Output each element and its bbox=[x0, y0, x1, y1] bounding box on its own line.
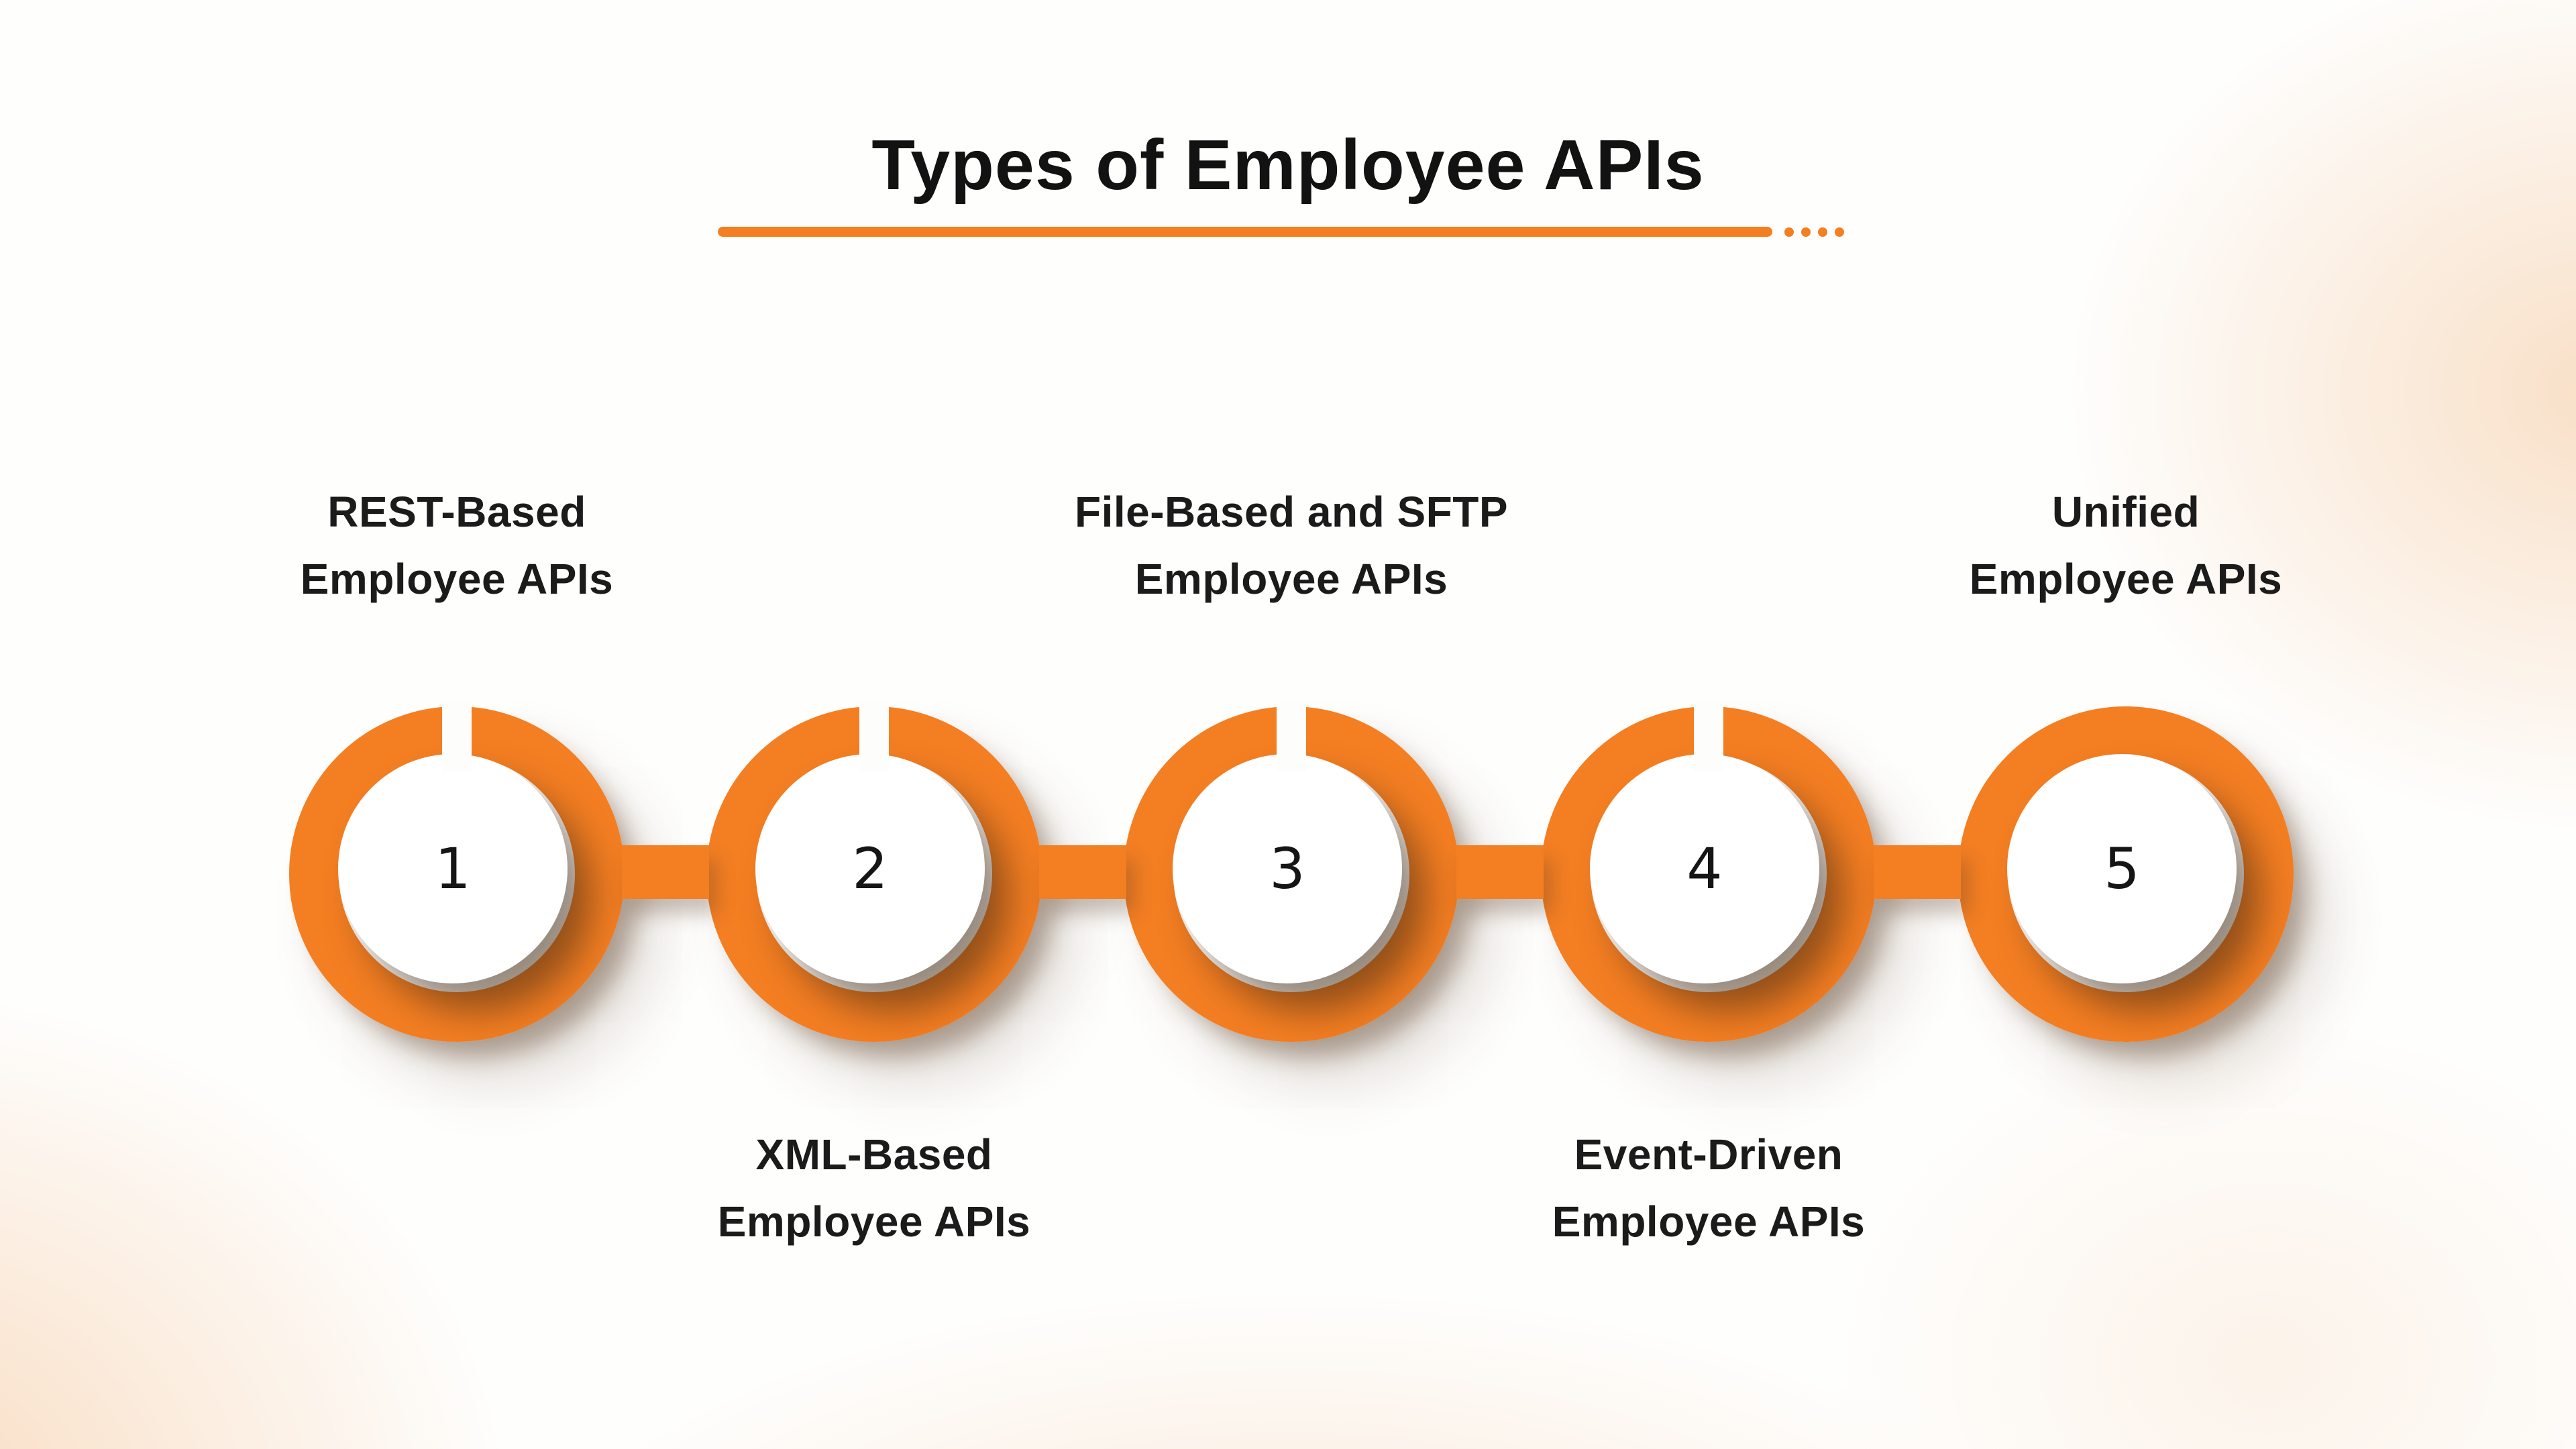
step-label-4: Event-Driven Employee APIs bbox=[1373, 1121, 2044, 1255]
connector-4-5 bbox=[1874, 845, 1961, 899]
step-circle-face: 1 bbox=[338, 754, 568, 983]
step-circle-face: 5 bbox=[2007, 754, 2237, 983]
step-label-line: REST-Based bbox=[327, 488, 586, 536]
connector-3-4 bbox=[1456, 845, 1544, 899]
step-circle-face: 4 bbox=[1590, 754, 1819, 983]
step-label-line: XML-Based bbox=[755, 1130, 993, 1179]
step-label-1: REST-Based Employee APIs bbox=[121, 478, 792, 612]
divider-dot bbox=[1835, 227, 1844, 237]
step-circle-face: 2 bbox=[755, 754, 985, 983]
step-number: 1 bbox=[435, 836, 471, 902]
step-label-line: Employee APIs bbox=[717, 1197, 1031, 1246]
step-label-line: Unified bbox=[2051, 488, 2200, 536]
step-number: 3 bbox=[1269, 836, 1305, 902]
step-circle-face: 3 bbox=[1173, 754, 1402, 983]
title-underline-dots bbox=[1784, 227, 1844, 237]
step-label-line: Employee APIs bbox=[300, 555, 614, 603]
step-number: 4 bbox=[1686, 836, 1723, 902]
ring-top-gap-3 bbox=[1277, 700, 1306, 771]
step-label-line: File-Based and SFTP bbox=[1074, 488, 1509, 536]
step-label-line: Employee APIs bbox=[1552, 1197, 1866, 1246]
step-number: 5 bbox=[2104, 836, 2140, 902]
step-circle-5: 5 bbox=[1958, 706, 2294, 1042]
step-label-line: Event-Driven bbox=[1574, 1130, 1843, 1179]
step-label-line: Employee APIs bbox=[1134, 555, 1448, 603]
ring-top-gap-2 bbox=[859, 700, 889, 771]
divider-dot bbox=[1784, 227, 1794, 237]
step-label-3: File-Based and SFTP Employee APIs bbox=[956, 478, 1627, 612]
divider-dot bbox=[1818, 227, 1827, 237]
step-number: 2 bbox=[852, 836, 888, 902]
connector-1-2 bbox=[622, 845, 709, 899]
step-label-2: XML-Based Employee APIs bbox=[539, 1121, 1210, 1255]
page-title: Types of Employee APIs bbox=[871, 125, 1705, 205]
divider-dot bbox=[1801, 227, 1811, 237]
ring-top-gap-4 bbox=[1694, 700, 1723, 771]
step-label-5: Unified Employee APIs bbox=[1790, 478, 2461, 612]
step-label-line: Employee APIs bbox=[1969, 555, 2283, 603]
connector-2-3 bbox=[1039, 845, 1126, 899]
ring-top-gap-1 bbox=[442, 700, 472, 771]
title-underline bbox=[718, 227, 1772, 237]
